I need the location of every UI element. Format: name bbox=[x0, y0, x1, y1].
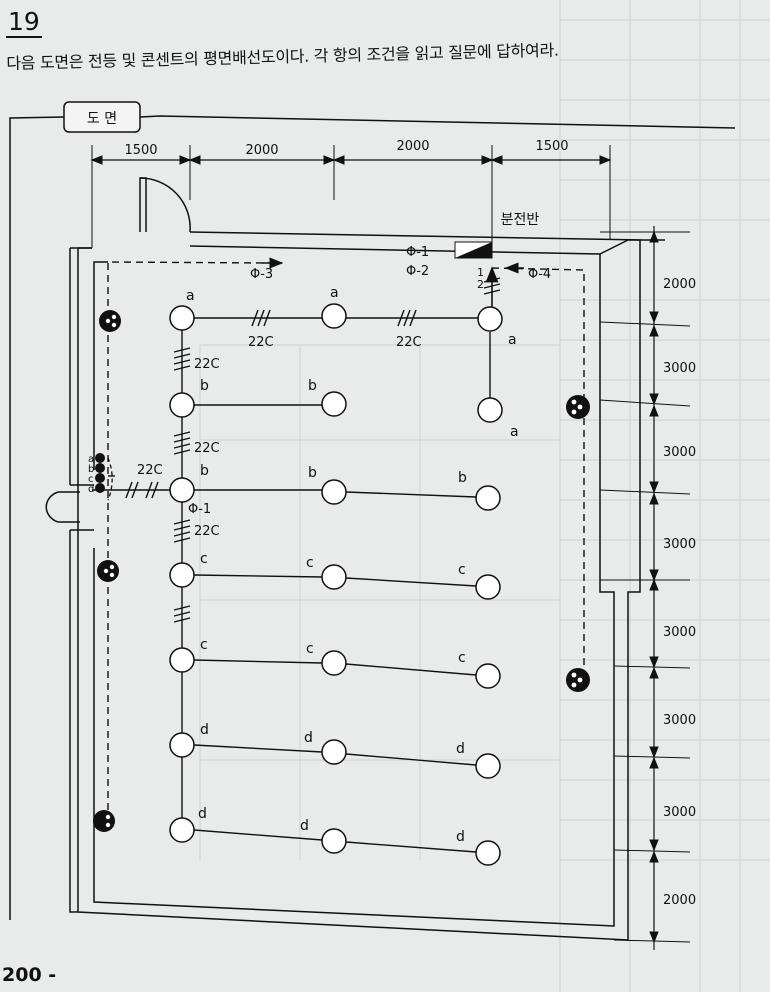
right-dim-4: 3000 bbox=[663, 537, 696, 552]
door-symbol bbox=[45, 177, 191, 523]
light-fixture bbox=[321, 303, 347, 329]
right-dim-3: 3000 bbox=[663, 445, 696, 460]
circuit-label-1: Φ-1 bbox=[406, 245, 429, 260]
top-dim-1: 1500 bbox=[124, 143, 157, 158]
light-fixture bbox=[169, 817, 195, 843]
switch-letter-c: c bbox=[88, 474, 94, 485]
home-run-2: 2 bbox=[477, 278, 484, 291]
light-fixture bbox=[321, 564, 347, 590]
fixture-letter: c bbox=[200, 637, 208, 653]
light-fixture bbox=[321, 739, 347, 765]
wire-label-6: 22C bbox=[137, 463, 163, 478]
light-fixture bbox=[475, 574, 501, 600]
top-dim-4: 1500 bbox=[535, 139, 568, 154]
wire-label-4: 22C bbox=[194, 441, 220, 456]
light-fixture bbox=[477, 397, 503, 423]
fixture-letter: b bbox=[308, 465, 317, 481]
light-fixture bbox=[321, 650, 347, 676]
home-run-arrow: 1 2 bbox=[477, 266, 501, 312]
fixture-letter: a bbox=[510, 424, 519, 440]
question-number: 19 bbox=[6, 7, 42, 38]
distribution-panel: 분전반 bbox=[454, 212, 540, 259]
circuit-label-3: Φ-3 bbox=[250, 267, 273, 282]
conductor-tick-marks bbox=[125, 309, 417, 623]
page-number: 200 - bbox=[2, 964, 57, 986]
switch-bank: a b c d bbox=[88, 453, 113, 501]
fixture-letter: d bbox=[456, 741, 465, 757]
fixture-letter: d bbox=[198, 806, 207, 822]
fixture-letter: b bbox=[200, 378, 209, 394]
fixture-letter: a bbox=[330, 285, 339, 301]
light-fixture bbox=[321, 391, 347, 417]
fixture-letter: c bbox=[458, 562, 466, 578]
light-fixture bbox=[169, 392, 195, 418]
switch-letter-a: a bbox=[88, 454, 94, 465]
home-run-1: 1 bbox=[477, 266, 484, 279]
right-dim-2: 3000 bbox=[663, 361, 696, 376]
switch-letter-d: d bbox=[88, 484, 94, 495]
panel-label: 분전반 bbox=[501, 212, 540, 228]
receptacle-outlet bbox=[97, 560, 119, 582]
right-dimension-line bbox=[599, 226, 691, 950]
fixture-letter: c bbox=[306, 555, 314, 571]
fixture-letter: d bbox=[300, 818, 309, 834]
circuit-label-2: Φ-2 bbox=[406, 264, 429, 279]
receptacle-outlet bbox=[566, 668, 590, 692]
wire-label-1: 22C bbox=[248, 335, 274, 350]
right-dim-5: 3000 bbox=[663, 625, 696, 640]
inner-circuit-label: Φ-1 bbox=[188, 502, 211, 517]
light-fixture bbox=[169, 477, 195, 503]
switch-letter-b: b bbox=[88, 464, 94, 475]
fixture-letter: a bbox=[508, 332, 517, 348]
receptacle-outlet bbox=[99, 310, 121, 332]
lighting-wiring bbox=[92, 317, 491, 853]
fixture-letter: c bbox=[200, 551, 208, 567]
fixture-letter: c bbox=[306, 641, 314, 657]
fixture-letter: b bbox=[200, 463, 209, 479]
fixture-letter: d bbox=[304, 730, 313, 746]
fixture-letter: b bbox=[308, 378, 317, 394]
building-walls bbox=[69, 231, 665, 941]
light-fixture bbox=[169, 647, 195, 673]
light-fixture bbox=[475, 663, 501, 689]
right-dim-1: 2000 bbox=[663, 277, 696, 292]
wire-label-5: 22C bbox=[194, 524, 220, 539]
top-dim-3: 2000 bbox=[396, 139, 429, 154]
fixture-letter: b bbox=[458, 470, 467, 486]
light-fixture bbox=[477, 306, 503, 332]
right-dim-6: 3000 bbox=[663, 713, 696, 728]
receptacle-outlet bbox=[566, 395, 590, 419]
top-dimension-line bbox=[90, 145, 612, 250]
wire-label-2: 22C bbox=[396, 335, 422, 350]
light-fixture bbox=[321, 828, 347, 854]
drawing-tag: 도 면 bbox=[63, 101, 141, 133]
light-fixture bbox=[169, 732, 195, 758]
light-fixture bbox=[475, 485, 501, 511]
circuit-label-4: Φ-4 bbox=[528, 267, 551, 282]
light-fixture bbox=[321, 479, 347, 505]
fixture-letter: d bbox=[456, 829, 465, 845]
drawing-frame bbox=[9, 115, 736, 920]
light-fixture bbox=[475, 753, 501, 779]
top-dim-2: 2000 bbox=[245, 143, 278, 158]
right-dim-7: 3000 bbox=[663, 805, 696, 820]
light-fixture bbox=[475, 840, 501, 866]
receptacle-outlet bbox=[93, 810, 115, 832]
fixture-letter: d bbox=[200, 722, 209, 738]
svg-text:도 면: 도 면 bbox=[87, 111, 117, 127]
fixture-letter: c bbox=[458, 650, 466, 666]
light-fixture bbox=[169, 562, 195, 588]
right-dim-8: 2000 bbox=[663, 893, 696, 908]
wire-label-3: 22C bbox=[194, 357, 220, 372]
fixture-letter: a bbox=[186, 288, 195, 304]
light-fixture bbox=[169, 305, 195, 331]
